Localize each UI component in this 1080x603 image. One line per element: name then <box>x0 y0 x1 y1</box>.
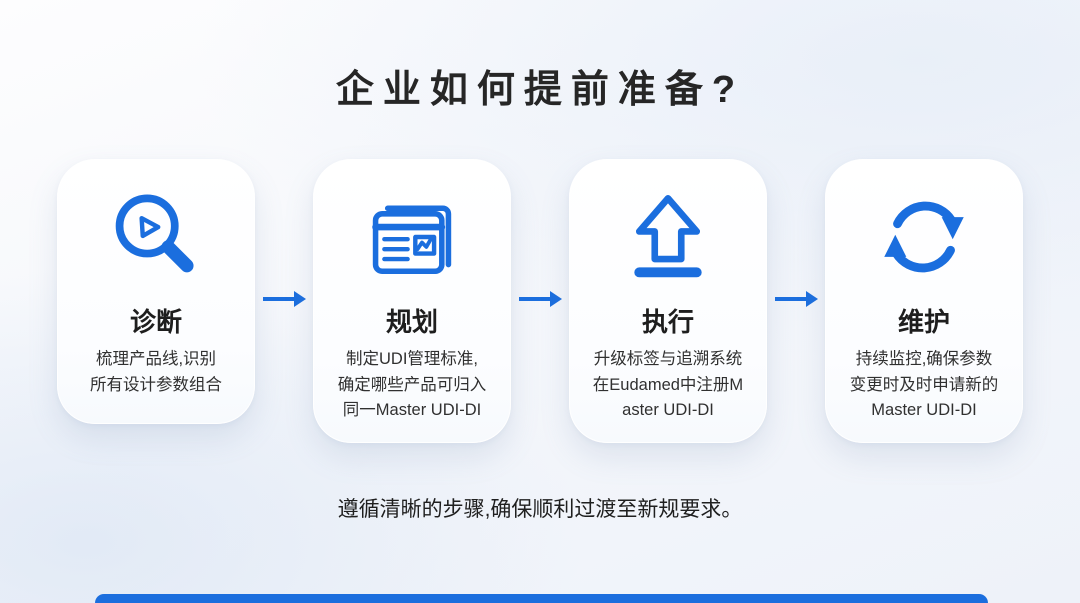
step-desc-line: 制定UDI管理标准, <box>346 350 478 368</box>
step-title: 维护 <box>897 307 950 337</box>
step-description: 制定UDI管理标准, 确定哪些产品可归入 同一Master UDI-DI <box>324 347 500 424</box>
step-desc-line: 持续监控,确保参数 <box>855 350 993 368</box>
up-arrow-icon <box>580 184 756 300</box>
step-desc-line: 在Eudamed中注册M <box>592 375 744 394</box>
step-description: 梳理产品线,识别 所有设计参数组合 <box>68 347 244 398</box>
flow-arrow-icon <box>517 287 563 311</box>
step-description: 升级标签与追溯系统 在Eudamed中注册M aster UDI-DI <box>580 347 756 424</box>
process-flow: 诊断 梳理产品线,识别 所有设计参数组合 <box>0 159 1080 443</box>
step-title: 诊断 <box>129 307 182 337</box>
flow-arrow-icon <box>773 287 819 311</box>
step-card-planning: 规划 制定UDI管理标准, 确定哪些产品可归入 同一Master UDI-DI <box>313 159 511 443</box>
step-desc-line: 同一Master UDI-DI <box>342 401 482 420</box>
step-card-execution: 执行 升级标签与追溯系统 在Eudamed中注册M aster UDI-DI <box>569 159 767 443</box>
flow-arrow-icon <box>261 287 307 311</box>
step-desc-line: 确定哪些产品可归入 <box>337 375 487 394</box>
bottom-accent-bar <box>95 594 988 603</box>
step-description: 持续监控,确保参数 变更时及时申请新的 Master UDI-DI <box>836 347 1012 424</box>
step-card-diagnosis: 诊断 梳理产品线,识别 所有设计参数组合 <box>57 159 255 424</box>
step-desc-line: 梳理产品线,识别 <box>95 350 217 368</box>
step-desc-line: aster UDI-DI <box>622 401 714 420</box>
footer-note: 遵循清晰的步骤,确保顺利过渡至新规要求。 <box>337 497 743 521</box>
step-desc-line: 变更时及时申请新的 <box>849 375 999 394</box>
step-desc-line: Master UDI-DI <box>871 401 977 420</box>
step-desc-line: 所有设计参数组合 <box>90 375 222 394</box>
page-title: 企业如何提前准备? <box>335 69 745 111</box>
notebook-plan-icon <box>324 184 500 300</box>
step-title: 执行 <box>641 307 694 337</box>
refresh-cycle-icon <box>836 184 1012 300</box>
step-title: 规划 <box>385 307 438 337</box>
step-desc-line: 升级标签与追溯系统 <box>593 350 743 368</box>
step-card-maintenance: 维护 持续监控,确保参数 变更时及时申请新的 Master UDI-DI <box>825 159 1023 443</box>
magnifier-icon <box>68 184 244 300</box>
